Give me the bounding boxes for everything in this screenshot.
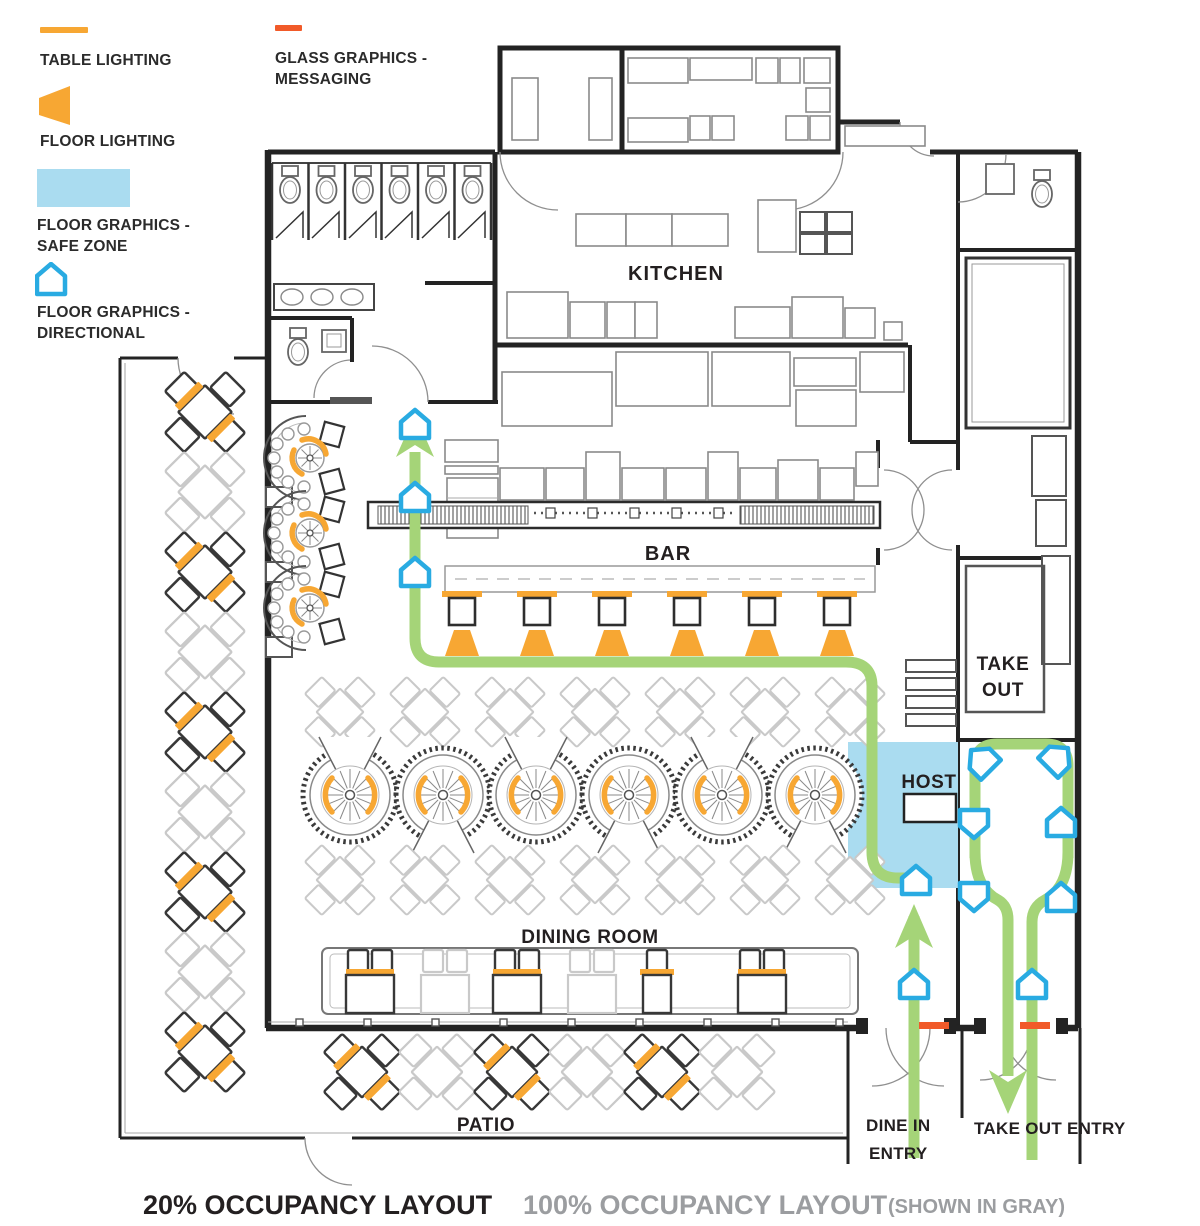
glass-graphics-icon: [275, 25, 302, 31]
occupancy-20-title: 20% OCCUPANCY LAYOUT: [143, 1190, 493, 1220]
dine-in-entry-label-line1: DINE IN: [866, 1116, 930, 1135]
restrooms: [268, 162, 493, 366]
bar-label: BAR: [645, 543, 691, 565]
dining-room-label: DINING ROOM: [521, 927, 659, 948]
glass-messaging-take-out: [1020, 1022, 1050, 1029]
right-wing-rooms: [905, 163, 1072, 727]
safe-zone-icon: [37, 169, 130, 207]
round-booths-row: [303, 737, 862, 853]
table-lighting-icon: [40, 27, 88, 33]
take-out-label-line2: OUT: [982, 680, 1024, 701]
kitchen-equipment: [501, 57, 926, 427]
legend-glass-graphics-label: GLASS GRAPHICS - MESSAGING: [275, 50, 428, 88]
legend-safe-zone-label: FLOOR GRAPHICS - SAFE ZONE: [37, 217, 191, 255]
flow-arrow-up-dine-in: [895, 904, 933, 948]
bar-to-host-path: [409, 452, 908, 884]
host-desk: [902, 792, 958, 824]
bar-area: [366, 439, 882, 658]
patio-tables-left-column: [142, 349, 268, 1115]
host-label: HOST: [901, 772, 956, 793]
bar-stools: [440, 589, 859, 658]
take-out-label-line1: TAKE: [977, 654, 1030, 675]
directional-house-icon: [35, 262, 68, 297]
take-out-entry-label: TAKE OUT ENTRY: [974, 1119, 1126, 1138]
legend-table-lighting-label: TABLE LIGHTING: [40, 52, 172, 69]
floor-lighting-icon: [39, 86, 70, 125]
legend-floor-lighting-label: FLOOR LIGHTING: [40, 133, 176, 150]
kitchen-label: KITCHEN: [628, 263, 724, 285]
patio-tables-bottom-row: [302, 1012, 797, 1132]
occupancy-100-title: 100% OCCUPANCY LAYOUT: [523, 1190, 888, 1220]
take-out-exit-path: [969, 851, 1014, 1076]
glass-messaging-dine-in: [919, 1022, 949, 1029]
shown-in-gray-note: (SHOWN IN GRAY): [888, 1196, 1066, 1218]
left-wall-booths: [264, 416, 344, 650]
patio-fence-posts: [295, 1018, 844, 1027]
banquette-row: [321, 947, 859, 1015]
dine-in-entry-label-line2: ENTRY: [869, 1144, 928, 1163]
legend-directional-label: FLOOR GRAPHICS - DIRECTIONAL: [37, 304, 191, 342]
patio-label: PATIO: [457, 1115, 515, 1136]
flow-arrow-down-take-out: [989, 1070, 1027, 1114]
